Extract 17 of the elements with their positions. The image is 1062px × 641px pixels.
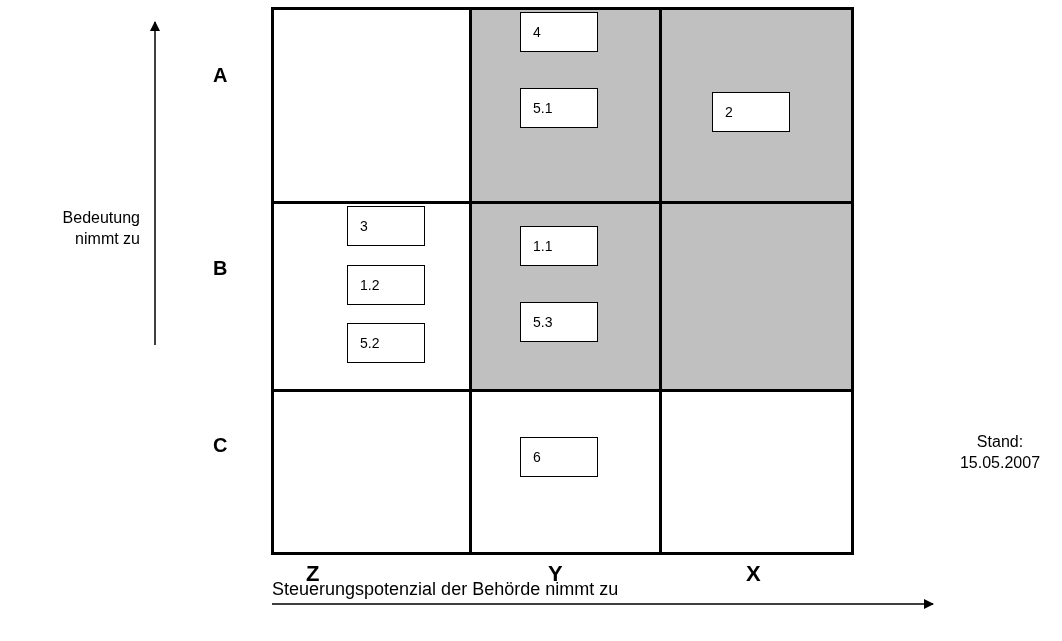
item-box: 6 — [520, 437, 598, 477]
date-note: Stand: 15.05.2007 — [958, 432, 1042, 473]
axis-title: Bedeutung nimmt zu — [61, 208, 140, 249]
item-box: 5.2 — [347, 323, 425, 363]
item-box: 3 — [347, 206, 425, 246]
item-box: 5.3 — [520, 302, 598, 342]
row-label: B — [213, 256, 228, 281]
item-box: 1.2 — [347, 265, 425, 305]
row-label: C — [213, 433, 228, 458]
item-box: 1.1 — [520, 226, 598, 266]
column-label: X — [746, 560, 761, 588]
item-box: 2 — [712, 92, 790, 132]
item-box: 4 — [520, 12, 598, 52]
item-box: 5.1 — [520, 88, 598, 128]
row-label: A — [213, 63, 228, 88]
column-label: Z — [306, 560, 320, 586]
matrix-cell — [270, 6, 472, 204]
